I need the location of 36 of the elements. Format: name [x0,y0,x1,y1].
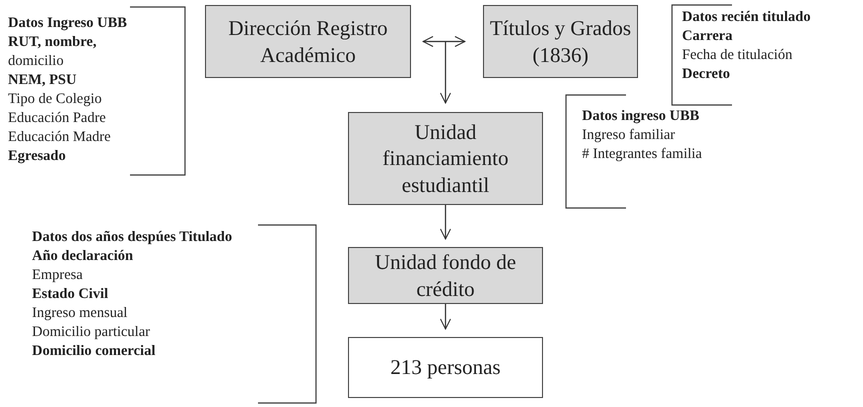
box-label: Dirección Registro Académico [227,15,389,68]
data-field-text: Datos Ingreso UBB [8,14,127,33]
data-field-text: domicilio [8,52,64,71]
data-field-text: Educación Padre [8,109,106,128]
arrow [440,205,451,240]
arrow [440,304,451,330]
process-box [205,5,411,78]
box-label: 213 personas [389,354,502,381]
data-field-text: Ingreso familiar [582,126,676,145]
data-field-text: Estado Civil [32,285,108,304]
box-label: Unidad fondo de crédito [374,249,518,302]
box-label: Unidad financiamiento estudiantil [382,119,510,198]
data-field-text: Domicilio particular [32,323,150,342]
data-field-text: Egresado [8,147,66,166]
process-box [348,112,543,205]
process-box [348,337,543,398]
data-field-text: Año declaración [32,247,134,266]
data-field-text: NEM, PSU [8,71,76,90]
data-field-text: # Integrantes familia [582,145,702,164]
data-field-text: Datos recién titulado [682,8,811,27]
arrow [440,42,451,104]
data-field-text: Tipo de Colegio [8,90,102,109]
data-field-text: Domicilio comercial [32,342,156,361]
data-field-text: Ingreso mensual [32,304,128,323]
data-field-text: Datos ingreso UBB [582,107,700,126]
data-field-text: Carrera [682,27,732,46]
process-box [483,5,638,78]
data-field-text: Fecha de titulación [682,46,792,65]
data-field-text: RUT, nombre, [8,33,96,52]
data-field-text: Decreto [682,65,730,84]
process-box [348,247,543,304]
arrow [422,36,466,47]
box-label: Títulos y Grados (1836) [488,15,632,68]
data-field-text: Empresa [32,266,83,285]
data-field-text: Educación Madre [8,128,111,147]
data-field-text: Datos dos años despúes Titulado [32,228,232,247]
